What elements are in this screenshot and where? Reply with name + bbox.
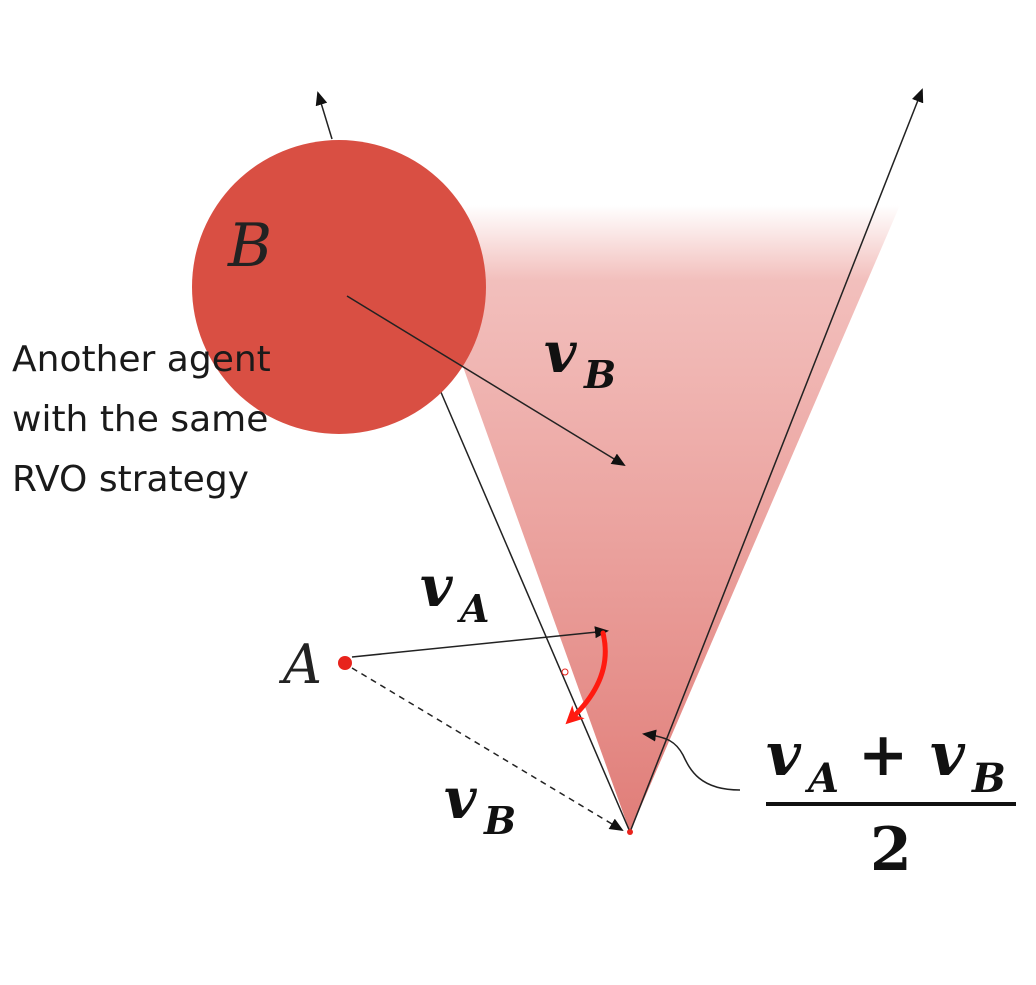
cone-right-boundary-arrow <box>629 88 924 833</box>
agent-a-label: A <box>278 633 322 696</box>
svg-text:+: + <box>858 720 908 790</box>
svg-text:2: 2 <box>870 815 912 885</box>
boundary-point <box>561 668 569 676</box>
svg-text:v: v <box>444 766 478 832</box>
velocity-obstacle-cone <box>405 205 900 832</box>
svg-text:A: A <box>457 586 489 631</box>
average-velocity-fraction: v A + v B 2 <box>766 720 1016 885</box>
svg-text:B: B <box>971 755 1006 802</box>
svg-text:v: v <box>930 720 966 790</box>
agent-b-label: B <box>227 211 272 281</box>
b-upward-arrow <box>315 91 333 140</box>
vb-velocity-arrow <box>346 295 626 467</box>
vb-dashed-arrow <box>351 667 624 832</box>
svg-text:B: B <box>483 798 516 843</box>
svg-text:v: v <box>766 720 802 790</box>
agent-b-circle <box>192 140 486 434</box>
agent-a-point <box>338 656 352 670</box>
annotation-line: RVO strategy <box>12 459 249 500</box>
annotation-line: Another agent <box>12 339 271 380</box>
svg-text:A: A <box>804 755 839 802</box>
cone-left-boundary <box>436 382 631 833</box>
annotation-line: with the same <box>12 399 269 440</box>
cone-apex-point <box>627 829 633 835</box>
average-velocity-pointer <box>642 729 741 791</box>
rvo-annotation-text: Another agent with the same RVO strategy <box>12 330 271 510</box>
svg-text:v: v <box>544 320 578 386</box>
vb-label-bottom: v B <box>444 766 516 843</box>
vb-label-top: v B <box>544 320 616 397</box>
svg-text:B: B <box>583 352 616 397</box>
va-label: v A <box>420 554 489 631</box>
va-velocity-arrow <box>351 626 609 658</box>
svg-text:v: v <box>420 554 454 620</box>
red-curved-arrow <box>565 630 608 725</box>
